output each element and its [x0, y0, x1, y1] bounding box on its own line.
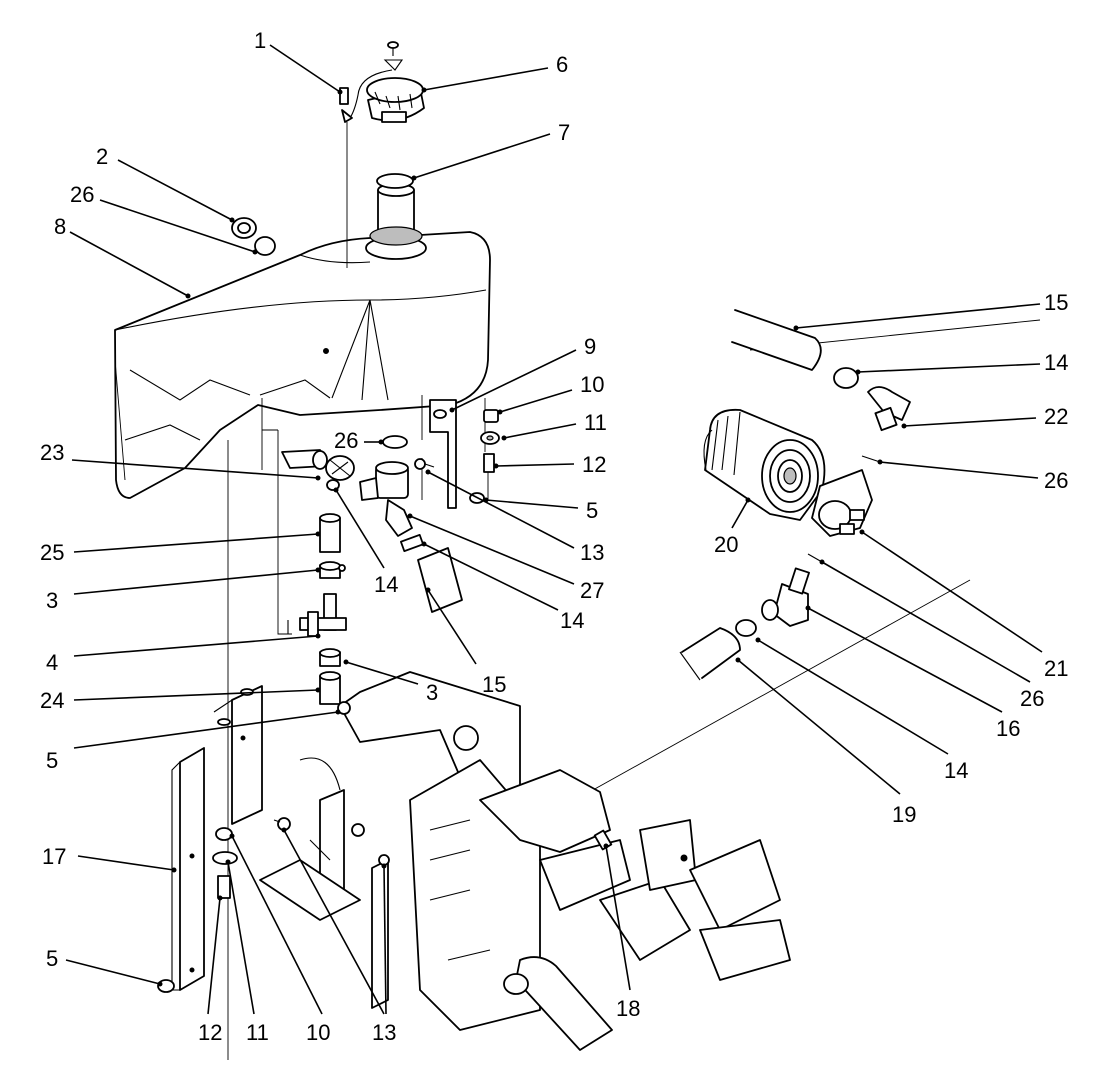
chassis-frame: [259, 671, 791, 1051]
hose-clamp-small: [399, 533, 425, 553]
fuel-line-hose: [417, 547, 463, 613]
callout-14-hose: 14: [560, 608, 584, 633]
callout-27: 27: [580, 578, 604, 603]
callout-19: 19: [892, 802, 916, 827]
callout-5-lower: 5: [46, 946, 58, 971]
tether-screw: [339, 87, 353, 268]
fuel-tee-assembly: [287, 513, 347, 705]
callout-10: 10: [580, 372, 604, 397]
callout-17: 17: [42, 844, 66, 869]
callout-8: 8: [54, 214, 66, 239]
callout-13-lower: 13: [372, 1020, 396, 1045]
callout-14-lower: 14: [944, 758, 968, 783]
return-hose: [731, 309, 911, 563]
callout-22: 22: [1044, 404, 1068, 429]
callout-13: 13: [580, 540, 604, 565]
callout-26-gasket: 26: [334, 428, 358, 453]
callout-9: 9: [584, 334, 596, 359]
lower-hardware: [157, 817, 291, 993]
callout-10-lower: 10: [306, 1020, 330, 1045]
callout-26-lower: 26: [1020, 686, 1044, 711]
callout-26-upper: 26: [1044, 468, 1068, 493]
shutoff-valve: [325, 455, 413, 537]
callout-25: 25: [40, 540, 64, 565]
callouts: 1 2 26 8 6 7 9 10 11 12 5 26 23 13 27 14: [40, 28, 1068, 1045]
callout-6: 6: [556, 52, 568, 77]
callout-12: 12: [582, 452, 606, 477]
callout-26: 26: [70, 182, 94, 207]
vent-grommet: [231, 217, 276, 256]
pickup-gasket: [382, 435, 408, 449]
filler-gasket: [376, 173, 414, 189]
callout-11: 11: [584, 410, 607, 435]
outlet-fitting: [679, 567, 810, 681]
callout-20: 20: [714, 532, 738, 557]
mounting-plate-left: [171, 685, 263, 991]
callout-2: 2: [96, 144, 108, 169]
callout-3-lower: 3: [426, 680, 438, 705]
fuel-tank: [114, 183, 491, 499]
callout-14-valve: 14: [374, 572, 398, 597]
callout-16: 16: [996, 716, 1020, 741]
tank-bracket: [414, 399, 500, 509]
callout-4: 4: [46, 650, 58, 675]
callout-5-bracket: 5: [46, 748, 58, 773]
callout-12-lower: 12: [198, 1020, 222, 1045]
fuel-cap: [349, 41, 425, 123]
callout-23: 23: [40, 440, 64, 465]
callout-1: 1: [254, 28, 266, 53]
callout-18: 18: [616, 996, 640, 1021]
callout-7: 7: [558, 120, 570, 145]
callout-5: 5: [586, 498, 598, 523]
callout-24: 24: [40, 688, 64, 713]
callout-15-lower: 15: [482, 672, 506, 697]
callout-11-lower: 11: [246, 1020, 269, 1045]
callout-15-upper: 15: [1044, 290, 1068, 315]
fuel-filter: [703, 408, 873, 537]
callout-3-upper: 3: [46, 588, 58, 613]
callout-14-upper: 14: [1044, 350, 1068, 375]
callout-21: 21: [1044, 656, 1068, 681]
